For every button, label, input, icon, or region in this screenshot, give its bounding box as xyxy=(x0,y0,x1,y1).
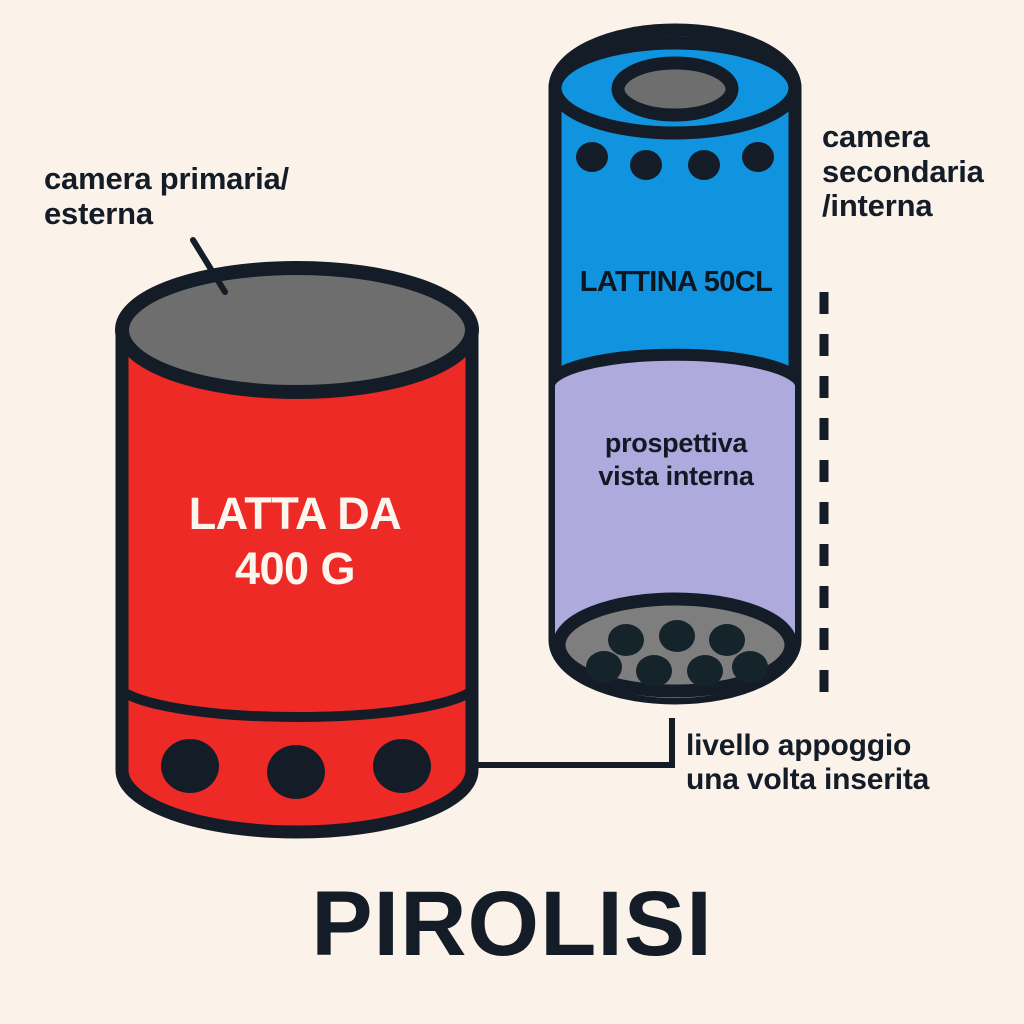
inner-can-section-seam xyxy=(555,348,795,387)
inner-can-base-holes xyxy=(586,620,768,687)
inner-can-group xyxy=(548,23,802,705)
outer-can-text: LATTA DA 400 G xyxy=(188,488,402,594)
outer-can-body-outline xyxy=(115,323,479,839)
label-secondary-chamber: camera secondaria /interna xyxy=(822,119,984,224)
inner-view-perspective-text: prospettiva vista interna xyxy=(598,428,754,491)
label-primary-chamber: camera primaria/ esterna xyxy=(44,161,289,231)
outer-can-top-rim xyxy=(115,261,479,399)
outer-can-vent-holes xyxy=(161,739,431,799)
leader-bracket-support-level xyxy=(470,718,675,768)
inner-can-text: LATTINA 50CL xyxy=(579,266,773,298)
leader-line-primary-chamber xyxy=(190,237,228,295)
inner-can-opening xyxy=(611,56,739,122)
label-support-level: livello appoggio una volta inserita xyxy=(686,729,930,796)
diagram-title: PIROLISI xyxy=(311,873,713,975)
outer-can-seam-line xyxy=(122,681,472,722)
inner-can-top-vent-holes xyxy=(576,142,774,180)
outer-can-group xyxy=(115,261,479,839)
